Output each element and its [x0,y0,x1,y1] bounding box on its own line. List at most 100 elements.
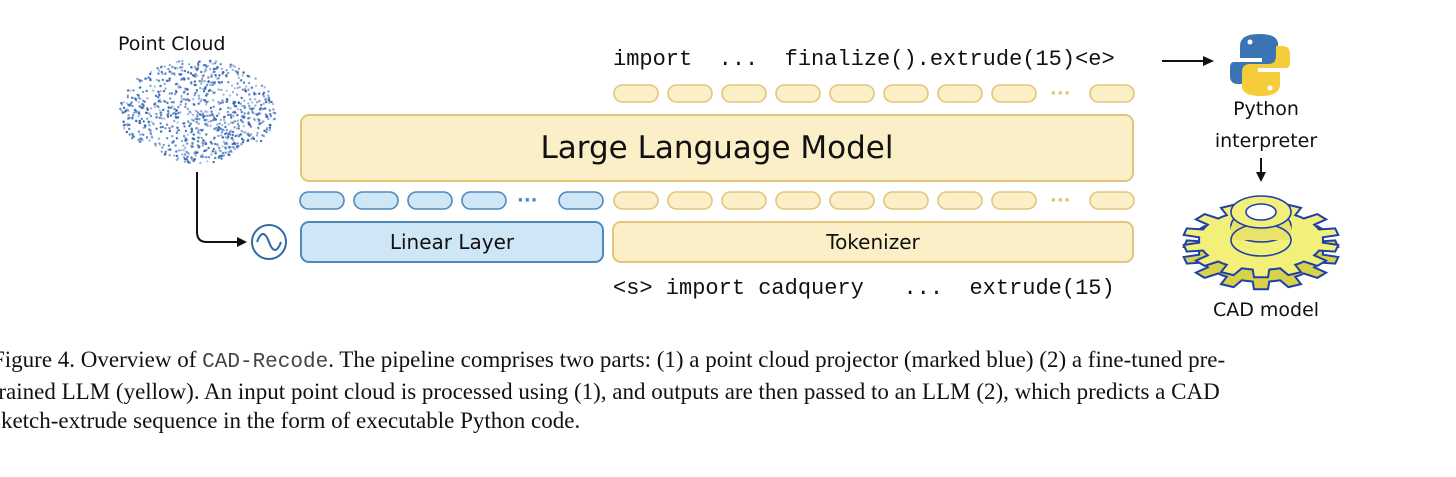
point [240,110,243,114]
point [188,161,191,164]
point [197,60,200,64]
point [240,79,243,82]
point [247,132,250,135]
point [265,130,268,134]
point [131,134,134,138]
python-logo-icon [1230,34,1290,96]
point [137,130,141,133]
point [236,119,239,123]
point [192,138,196,141]
output-arrowhead [1203,56,1214,66]
point [158,69,161,72]
point [202,87,205,91]
point [228,133,232,136]
point [182,148,185,152]
point [218,74,221,77]
token [721,84,767,103]
point [248,75,251,78]
point [163,117,166,120]
point [248,123,252,126]
point [139,133,142,136]
point [174,144,177,147]
point [261,134,264,137]
caption-text-1: . The pipeline comprises two parts: (1) … [328,347,1226,372]
point [227,133,230,137]
token-ellipsis: ··· [517,190,538,211]
point [151,136,154,139]
point [174,67,177,70]
point [121,111,124,114]
point [233,126,236,129]
point [135,119,138,123]
point [197,136,200,139]
point [192,98,195,101]
point [215,123,219,126]
point [226,71,230,75]
point [146,77,149,80]
point [218,146,221,150]
point [161,72,164,76]
point [214,60,218,63]
point [153,105,157,109]
caption-line-2: trained LLM (yellow). An input point clo… [0,379,1220,404]
point [204,114,207,118]
point [266,115,269,119]
point [184,129,188,133]
point [227,145,231,149]
point [197,144,201,148]
point [225,132,228,135]
point [173,154,176,157]
point [240,96,243,100]
point [197,102,201,105]
point [210,81,213,84]
point [193,158,197,161]
point [268,99,271,102]
caption-line-1: Figure 4. Overview of CAD-Recode. The pi… [0,345,1456,377]
point [144,77,147,81]
point [211,62,215,66]
point [234,70,237,73]
point [156,90,160,94]
point [211,83,214,87]
point [212,147,215,151]
point [195,89,198,92]
point [195,127,198,130]
point [247,102,250,105]
point [193,94,196,97]
point [147,120,150,123]
point [122,106,126,110]
point [206,110,209,114]
point [272,102,275,106]
point [137,94,140,97]
point [191,142,194,146]
point [122,120,125,124]
point [217,88,220,91]
point [186,112,190,116]
point [194,154,197,157]
point [162,89,166,93]
point [204,142,208,145]
point [220,131,224,134]
point [148,112,151,116]
point [199,128,203,132]
point [231,90,235,94]
point [233,65,236,68]
point [236,108,240,111]
point [233,102,236,105]
point [213,117,216,120]
point [197,94,201,98]
point [270,100,273,104]
point [214,73,217,77]
point [127,103,130,107]
point [177,84,180,87]
point [198,80,201,83]
gear-cad-icon [1182,195,1340,291]
point [214,75,217,79]
point [254,77,257,80]
point [181,59,184,63]
point [129,89,132,92]
point [178,73,181,76]
token [1089,84,1135,103]
point [199,86,202,90]
point [142,133,145,136]
